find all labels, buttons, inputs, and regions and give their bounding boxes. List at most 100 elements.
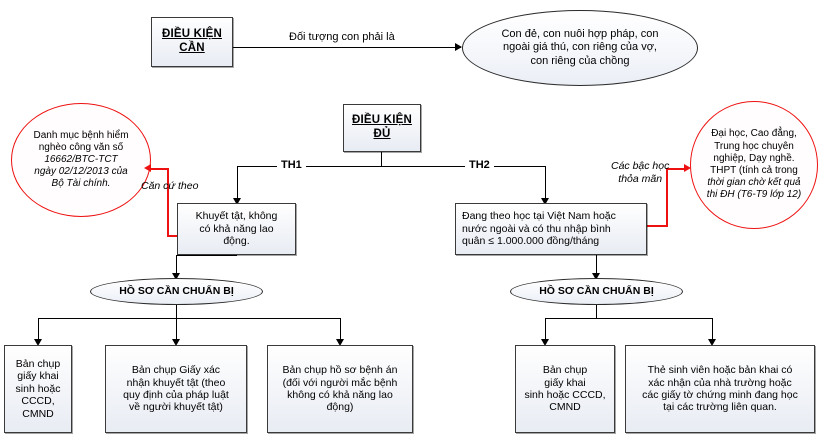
node-doc-right-1: Bản chụp giấy khai sinh hoặc CCCD, CMND <box>515 345 615 433</box>
th2-line1: Đang theo học tại Việt Nam hoặc <box>462 210 616 223</box>
node-dieu-kien-can: ĐIỀU KIỆN CẦN <box>151 17 233 67</box>
edge-label-cac-bac-hoc: Các bậc học thỏa mãn <box>611 160 669 186</box>
edge-hosol-b2-arrowhead <box>172 339 180 346</box>
red-edge-left-top <box>150 168 168 170</box>
red-right-line1: Đại học, Cao đẳng, <box>711 128 797 140</box>
dieu-kien-can-line2: CẦN <box>179 42 205 54</box>
edge-can-to-con <box>233 47 461 49</box>
doc-l3-line4: động) <box>326 401 354 414</box>
node-doc-left-3: Bản chụp hồ sơ bệnh án (đối với người mắ… <box>267 345 413 433</box>
edge-th2-arrowhead <box>541 198 549 205</box>
edge-hosol-b3 <box>340 318 342 343</box>
red-left-line3: 16662/BTC-TCT <box>44 153 118 165</box>
doc-l1-line4: CCCD, <box>21 395 55 408</box>
node-doc-left-1: Bản chụp giấy khai sinh hoặc CCCD, CMND <box>4 345 72 433</box>
red-right-line2: Trung học chuyên <box>714 140 794 152</box>
node-dang-theo-hoc: Đang theo học tại Việt Nam hoặc nước ngo… <box>455 203 647 255</box>
edge-label-doi-tuong: Đối tượng con phải là <box>286 31 398 43</box>
red-right-line4: THPT (tính cả trong <box>710 165 798 176</box>
node-ho-so-right: HỒ SƠ CẦN CHUẨN BỊ <box>510 278 683 305</box>
red-edge-right-top <box>666 168 686 170</box>
doc-l1-line2: giấy khai <box>17 370 59 383</box>
red-edge-right-vertical <box>666 168 668 226</box>
edge-th2-to-hoso <box>596 255 598 276</box>
doc-l3-line2: (đối với người mắc bệnh <box>282 376 398 389</box>
red-left-line1: Danh mục bệnh hiểm <box>33 129 129 141</box>
edge-th1-to-hoso <box>176 255 178 276</box>
doc-r2-line4: tại các trường liên quan. <box>663 401 777 414</box>
th2-line3: quân ≤ 1.000.000 đồng/tháng <box>462 235 600 248</box>
red-edge-left-bottom <box>167 235 185 237</box>
doc-l1-line1: Bản chụp <box>15 358 61 371</box>
node-dieu-kien-du: ĐIỀU KIỆN ĐỦ <box>343 104 421 152</box>
edge-th1-to-hoso-arrowhead <box>172 273 180 280</box>
dieu-kien-du-line1: ĐIỀU KIỆN <box>352 114 412 127</box>
edge-th2-to-hoso-arrowhead <box>592 273 600 280</box>
dieu-kien-can-line1: ĐIỀU KIỆN <box>162 28 222 41</box>
edge-th1-down <box>237 166 239 202</box>
edge-th2-down <box>545 166 547 202</box>
node-doc-right-2: Thẻ sinh viên hoặc bản khai có xác nhận … <box>625 345 815 433</box>
red-right-line3: nghiệp, Dạy nghề. <box>713 152 795 164</box>
doc-r1-line3: sinh hoặc CCCD, <box>524 389 606 401</box>
doc-l3-line3: không có khả năng lao <box>287 389 393 401</box>
node-khuyet-tat: Khuyết tật, không có khả năng lao động. <box>177 203 296 255</box>
red-edge-left-vertical <box>167 168 169 236</box>
doc-l2-line3: quy định của pháp luật <box>123 389 229 401</box>
red-left-line5: Bộ Tài chính. <box>51 178 111 190</box>
edge-hosol-b2 <box>176 318 178 343</box>
con-line1: Con đẻ, con nuôi hợp pháp, con <box>501 28 659 41</box>
th2-line2: nước ngoài và có thu nhập bình <box>462 222 611 235</box>
doc-r2-line3: các giấy tờ chứng minh đang học <box>642 389 798 401</box>
doc-r2-line1: Thẻ sinh viên hoặc bản khai có <box>647 364 793 377</box>
edge-du-stub <box>381 152 383 167</box>
note-bac-hoc: Đại học, Cao đẳng, Trung học chuyên nghi… <box>690 101 818 229</box>
node-con-types: Con đẻ, con nuôi hợp pháp, con ngoài giá… <box>462 10 698 86</box>
cac-bac-hoc-line2: thỏa mãn <box>618 173 663 186</box>
edge-can-to-con-arrowhead <box>455 43 462 51</box>
doc-l1-line3: sinh hoặc <box>15 382 61 395</box>
note-danh-muc-benh-hiem-ngheo: Danh mục bệnh hiểm nghèo công văn số 166… <box>11 103 151 217</box>
edge-hosor-b1 <box>545 318 547 343</box>
red-edge-right-arrowhead <box>684 164 691 172</box>
edge-hosol-b3-arrowhead <box>336 339 344 346</box>
node-ho-so-left: HỒ SƠ CẦN CHUẨN BỊ <box>90 278 263 305</box>
edge-hosol-b1-arrowhead <box>34 339 42 346</box>
edge-th1-arrowhead <box>233 198 241 205</box>
con-line2: ngoài giá thú, con riêng của vợ, <box>503 41 657 54</box>
doc-r2-line2: xác nhận của nhà trường hoặc <box>648 376 792 389</box>
edge-th1-to-hoso-h <box>176 255 237 257</box>
doc-l2-line4: về người khuyết tật) <box>129 401 223 414</box>
red-right-line6: thi ĐH (T6-T9 lớp 12) <box>706 189 802 201</box>
doc-r1-line4: CMND <box>549 401 581 414</box>
doc-r1-line2: giấy khai <box>544 376 586 389</box>
cac-bac-hoc-line1: Các bậc học <box>611 160 670 172</box>
doc-l2-line1: Bản chụp Giấy xác <box>131 364 221 377</box>
red-left-line2: nghèo công văn số <box>38 141 124 153</box>
con-line3: con riêng của chồng <box>530 54 630 67</box>
dieu-kien-du-line2: ĐỦ <box>373 128 391 140</box>
edge-hosol-b1 <box>38 318 40 343</box>
th1-line1: Khuyết tật, không <box>195 210 278 223</box>
red-edge-left-arrowhead <box>144 164 151 172</box>
doc-l1-line5: CMND <box>22 407 54 420</box>
red-left-line4: ngày 02/12/2013 của <box>34 166 128 178</box>
edge-split-bus <box>237 166 545 168</box>
edge-label-th1: TH1 <box>277 159 306 171</box>
th1-line2: có khả năng lao <box>199 222 274 235</box>
doc-l2-line2: nhận khuyết tật (theo <box>126 376 226 389</box>
red-edge-right-bottom <box>645 225 668 227</box>
edge-label-can-cu-theo: Căn cứ theo <box>141 180 199 192</box>
edge-hosor-stem <box>596 305 598 319</box>
node-doc-left-2: Bản chụp Giấy xác nhận khuyết tật (theo … <box>105 345 247 433</box>
edge-hosor-b1-arrowhead <box>541 339 549 346</box>
edge-label-th2: TH2 <box>465 159 494 171</box>
doc-l3-line1: Bản chụp hồ sơ bệnh án <box>282 364 398 377</box>
edge-hosor-b2-arrowhead <box>708 339 716 346</box>
edge-hosor-bus <box>545 318 713 320</box>
doc-r1-line1: Bản chụp <box>542 364 588 377</box>
ho-so-right-label: HỒ SƠ CẦN CHUẨN BỊ <box>539 285 654 298</box>
ho-so-left-label: HỒ SƠ CẦN CHUẨN BỊ <box>119 285 234 298</box>
edge-hosol-bus <box>38 318 341 320</box>
